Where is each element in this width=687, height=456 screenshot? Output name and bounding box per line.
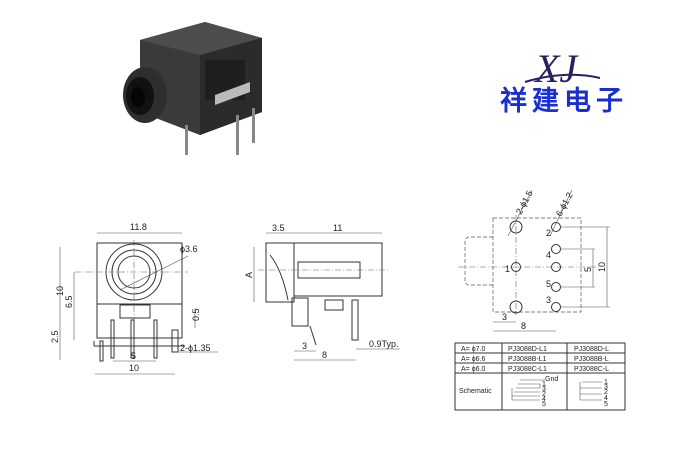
row1-a: A= ϕ7.0: [461, 346, 485, 353]
dim-small-hole: 6-ϕ1.2: [554, 191, 575, 218]
schem2-pin-4: 4: [604, 395, 608, 402]
schem1-pin-2: 2: [542, 391, 546, 398]
dim-pin-span-side: 8: [322, 350, 327, 360]
dim-front-depth: 3.5: [272, 223, 285, 233]
side-view: 3.5 11 A 3 8 0.9Typ.: [244, 223, 400, 361]
schem2-pin-5: 5: [604, 401, 608, 408]
dim-height: 10: [55, 286, 65, 296]
dim-pcb-width: 8: [521, 321, 526, 331]
row3-model2: PJ3088C-L: [574, 366, 609, 373]
row1-model1: PJ3088D-L1: [508, 346, 547, 353]
schematic-label: Schematic: [459, 388, 492, 395]
pin-number-1: 1: [505, 264, 510, 274]
dim-pin-spacing: 5: [131, 351, 136, 361]
schematic-1: Gnd 1 3 2 4 5: [511, 376, 558, 408]
schem1-pin-gnd: Gnd: [545, 376, 558, 383]
row2-a: A= ϕ6.6: [461, 356, 485, 363]
dim-pcb-height: 10: [597, 262, 607, 272]
dim-center-height: 6.5: [64, 295, 74, 308]
logo-company-name: 祥建电子: [500, 85, 628, 117]
schem1-pin-1: 1: [542, 381, 546, 388]
row3-model1: PJ3088C-L1: [508, 366, 547, 373]
row1-model2: PJ3088D-L: [574, 346, 609, 353]
dim-pin-offset: 3: [302, 341, 307, 351]
pin-number-2: 2: [546, 228, 551, 238]
schematic-2: 1 3 2 4 5: [579, 379, 608, 408]
dim-body-length: 11: [333, 223, 342, 233]
row3-a: A= ϕ6.0: [461, 366, 485, 373]
schem1-pin-4: 4: [542, 396, 546, 403]
dim-bore: ϕ3.6: [180, 244, 198, 254]
dim-pin-hole: 2-ϕ1.35: [180, 343, 211, 353]
dim-pin-width: 0.9Typ.: [369, 339, 399, 349]
company-logo: XJ 祥建电子: [500, 46, 628, 117]
product-photo: [123, 22, 262, 155]
dim-width: 11.8: [130, 222, 147, 232]
dim-pin-length: 2.5: [50, 330, 60, 343]
row2-model1: PJ3088B-L1: [508, 356, 547, 363]
pin-number-4: 4: [546, 250, 551, 260]
pcb-layout: 2-ϕ1.5 6-ϕ1.2 1 2 3 4 5 10 5 3 8: [458, 189, 610, 332]
pin-number-5: 5: [546, 279, 551, 289]
dim-pin-span: 10: [129, 363, 139, 373]
schem2-pin-1: 1: [604, 379, 608, 386]
spec-table: A= ϕ7.0 PJ3088D-L1 PJ3088D-L A= ϕ6.6 PJ3…: [454, 342, 626, 411]
dim-pcb-inner-height: 5: [583, 267, 593, 272]
front-view: 11.8 ϕ3.6 10 6.5 2.5 0.5 2-ϕ1.35 5 10: [50, 222, 218, 375]
schem2-pin-2: 2: [604, 389, 608, 396]
schem1-pin-3: 3: [542, 386, 546, 393]
dim-pcb-offset: 3: [502, 312, 507, 322]
dim-offset: 0.5: [191, 308, 201, 321]
row2-model2: PJ3088B-L: [574, 356, 609, 363]
dim-a: A: [244, 272, 254, 278]
logo-monogram: XJ: [533, 46, 579, 91]
pin-number-3: 3: [546, 295, 551, 305]
schem2-pin-3: 3: [604, 384, 608, 391]
schem1-pin-5: 5: [542, 401, 546, 408]
dim-large-hole: 2-ϕ1.5: [514, 189, 535, 216]
